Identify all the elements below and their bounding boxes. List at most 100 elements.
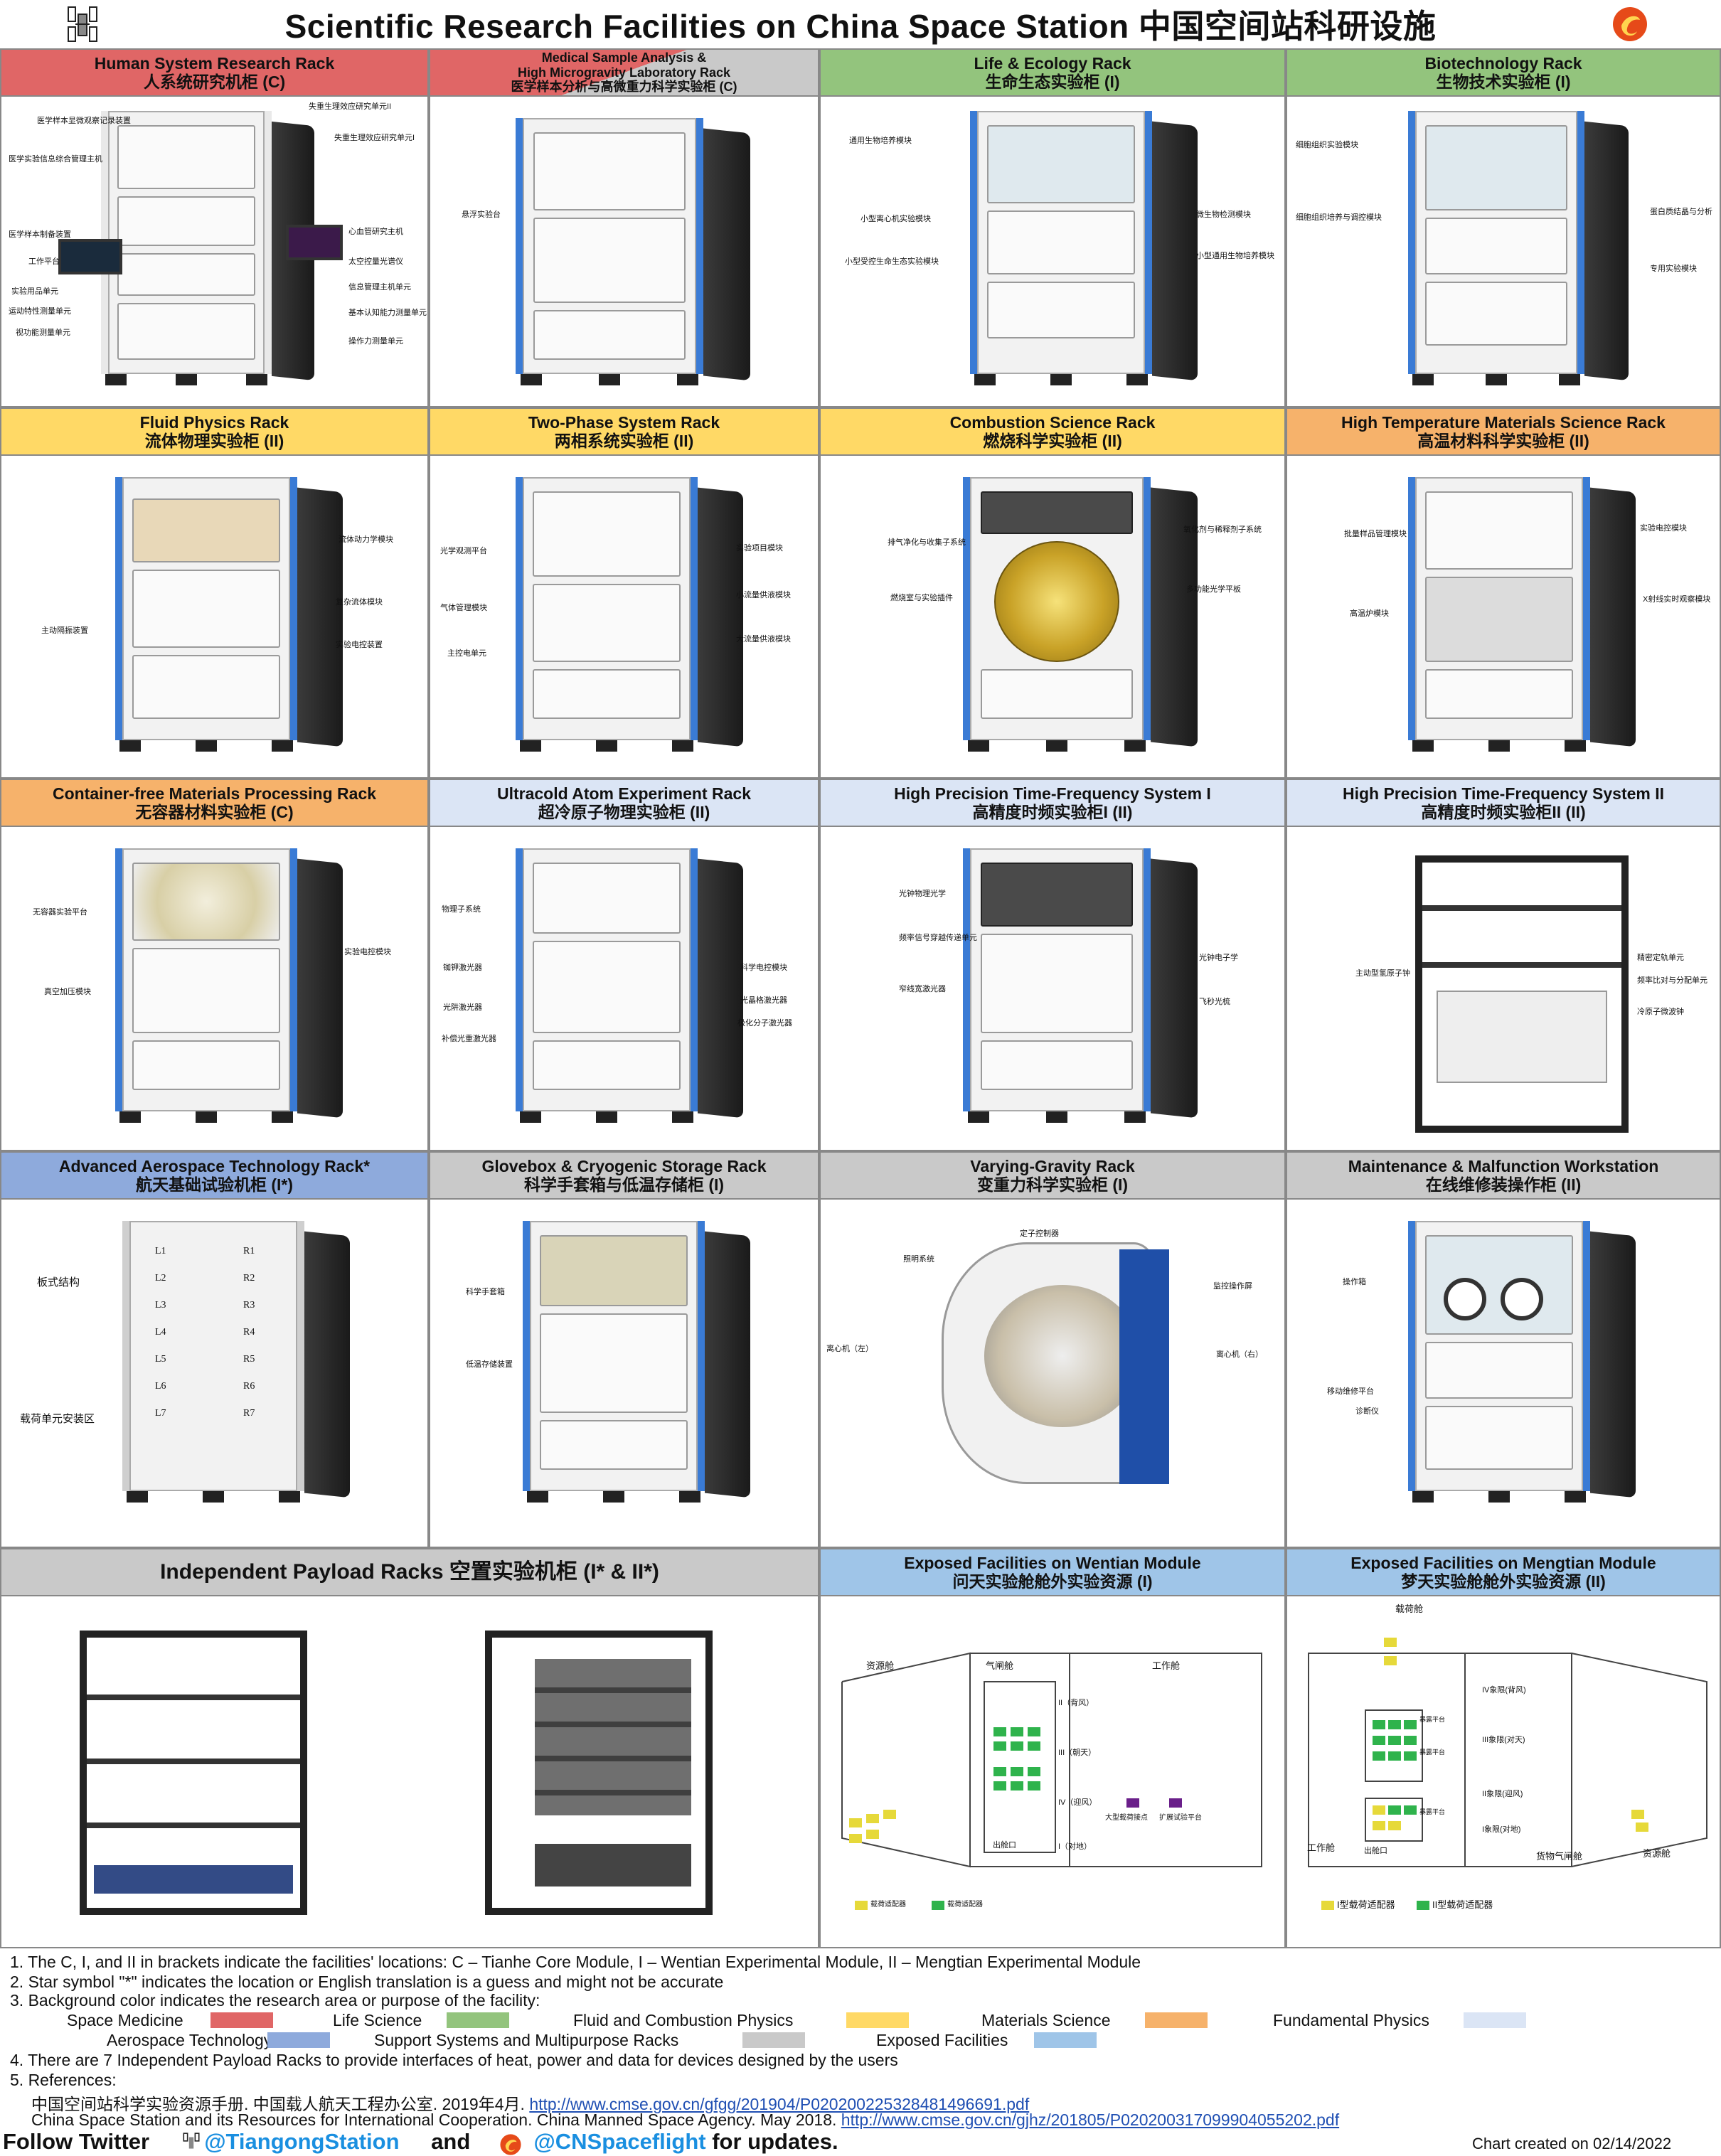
follow-label: Follow Twitter bbox=[3, 2129, 150, 2154]
notes-section: 1. The C, I, and II in brackets indicate… bbox=[0, 1946, 1721, 2156]
slot-label: R4 bbox=[243, 1327, 255, 1338]
follow-line: Follow Twitter @TiangongStation and @CNS… bbox=[3, 2129, 838, 2155]
label: 移动维修平台 bbox=[1327, 1387, 1374, 1396]
independent-rack-2 bbox=[485, 1631, 713, 1915]
rack-name-zh: 高精度时频实验柜II (II) bbox=[1421, 803, 1586, 821]
rack-name-en: Two-Phase System Rack bbox=[528, 412, 720, 432]
rack-name-en: Container-free Materials Processing Rack bbox=[52, 784, 377, 803]
label: 定子控制器 bbox=[1020, 1229, 1059, 1238]
wentian-diagram: 资源舱 气闸舱 工作舱 II（背风） III（朝天） IV（迎风） I（对地） … bbox=[821, 1596, 1284, 1947]
cell-header: Human System Research Rack 人系统研究机柜 (C) bbox=[1, 50, 427, 97]
mengtian-module-outline bbox=[1308, 1653, 1707, 1867]
label: 主控电单元 bbox=[447, 649, 486, 658]
independent-racks-illustration bbox=[1, 1596, 818, 1947]
label: 大流量供液模块 bbox=[736, 635, 791, 644]
twitter-handle-tiangong[interactable]: @TiangongStation bbox=[204, 2129, 400, 2154]
clock-module bbox=[1437, 991, 1607, 1083]
label: 通用生物培养模块 bbox=[849, 137, 912, 145]
cell-header: Varying-Gravity Rack 变重力科学实验柜 (I) bbox=[821, 1153, 1284, 1200]
rack-two-phase bbox=[516, 477, 743, 762]
rack-container-free bbox=[115, 848, 343, 1133]
rack-name-zh: 超冷原子物理实验柜 (II) bbox=[538, 803, 710, 821]
label: 专用实验模块 bbox=[1650, 265, 1697, 273]
label: 氧化剂与稀释剂子系统 bbox=[1183, 525, 1262, 534]
cell-header: Independent Payload Racks 空置实验机柜 (I* & I… bbox=[1, 1549, 818, 1596]
reference-2-link[interactable]: http://www.cmse.gov.cn/gjhz/201805/P0202… bbox=[841, 2110, 1340, 2129]
cell-high-temperature-materials-rack: High Temperature Materials Science Rack … bbox=[1286, 407, 1721, 779]
label: 小型受控生命生态实验模块 bbox=[845, 257, 939, 266]
side-panel bbox=[1119, 1249, 1169, 1484]
label: 实验电控模块 bbox=[344, 948, 391, 956]
label: 精密定轨单元 bbox=[1637, 954, 1684, 962]
rack-name-en: Biotechnology Rack bbox=[1424, 53, 1582, 73]
label: 出舱口 bbox=[1364, 1847, 1387, 1855]
label: 蛋白质结晶与分析 bbox=[1650, 208, 1712, 216]
rack-name-en: High Temperature Materials Science Rack bbox=[1341, 412, 1666, 432]
label: 实验电控装置 bbox=[336, 641, 383, 649]
label: 光晶格激光器 bbox=[740, 996, 787, 1005]
row-5: Independent Payload Racks 空置实验机柜 (I* & I… bbox=[0, 1548, 1721, 1948]
cell-header: Exposed Facilities on Wentian Module 问天实… bbox=[821, 1549, 1284, 1596]
label: 操作箱 bbox=[1343, 1278, 1366, 1286]
label: 光阱激光器 bbox=[443, 1003, 482, 1012]
cell-life-ecology-rack: Life & Ecology Rack 生命生态实验柜 (I) 通用生物培养模块… bbox=[819, 48, 1286, 407]
label: 暴露平台 bbox=[1419, 1716, 1446, 1723]
label: 频率信号穿越传递单元 bbox=[899, 934, 977, 942]
cell-exposed-wentian: Exposed Facilities on Wentian Module 问天实… bbox=[819, 1548, 1286, 1948]
label: 失重生理效应研究单元II bbox=[309, 102, 392, 111]
label: 载荷舱 bbox=[1395, 1603, 1424, 1614]
label: 微生物检测模块 bbox=[1196, 210, 1251, 219]
title-bar: Scientific Research Facilities on China … bbox=[0, 0, 1721, 48]
label: 载荷单元安装区 bbox=[20, 1413, 95, 1425]
reference-1-link[interactable]: http://www.cmse.gov.cn/gfgg/201904/P0202… bbox=[529, 2095, 1030, 2113]
rack-illustration: 细胞组织实验模块 细胞组织培养与调控模块 蛋白质结晶与分析 专用实验模块 bbox=[1287, 97, 1720, 406]
rack-illustration: 批量样品管理模块 高温炉模块 实验电控模块 X射线实时观察模块 bbox=[1287, 456, 1720, 777]
section-name-zh: 梦天实验舱舱外实验资源 (II) bbox=[1401, 1572, 1606, 1591]
label: 排气净化与收集子系统 bbox=[888, 538, 966, 547]
label: 复杂流体模块 bbox=[336, 598, 383, 607]
label: I（对地） bbox=[1058, 1842, 1092, 1851]
label: 光学观测平台 bbox=[440, 547, 487, 555]
rack-name-zh: 医学样本分析与高微重力科学实验柜 (C) bbox=[511, 80, 737, 95]
legend-fluid-combustion: Fluid and Combustion Physics bbox=[573, 2011, 794, 2029]
label: 物理子系统 bbox=[442, 905, 481, 914]
label: 无容器实验平台 bbox=[33, 908, 87, 917]
legend-fundamental-physics: Fundamental Physics bbox=[1273, 2011, 1429, 2029]
label: 信息管理主机单元 bbox=[348, 283, 411, 292]
label: 太空控量光谱仪 bbox=[348, 257, 403, 266]
independent-rack-1 bbox=[80, 1631, 307, 1915]
label: 科学手套箱 bbox=[466, 1288, 505, 1296]
label: 批量样品管理模块 bbox=[1344, 530, 1407, 538]
label: 医学样本制备装置 bbox=[9, 230, 71, 239]
space-station-icon bbox=[156, 2133, 200, 2153]
rack-name-en: Life & Ecology Rack bbox=[974, 53, 1131, 73]
legend-support-systems: Support Systems and Multipurpose Racks bbox=[374, 2031, 679, 2049]
label: 小型离心机实验模块 bbox=[860, 215, 931, 223]
cnspaceflight-logo-icon bbox=[496, 2133, 528, 2155]
label: 出舱口 bbox=[993, 1841, 1016, 1850]
label: 失重生理效应研究单元I bbox=[334, 134, 415, 142]
cell-header: Combustion Science Rack 燃烧科学实验柜 (II) bbox=[821, 409, 1284, 456]
rack-name-en: High Precision Time-Frequency System II bbox=[1342, 784, 1665, 803]
rack-name-zh: 高精度时频实验柜I (II) bbox=[972, 803, 1133, 821]
row-4: Advanced Aerospace Technology Rack* 航天基础… bbox=[0, 1151, 1721, 1548]
label: II象限(迎风) bbox=[1482, 1790, 1523, 1798]
cell-advanced-aerospace-rack: Advanced Aerospace Technology Rack* 航天基础… bbox=[0, 1151, 429, 1548]
cell-container-free-materials-rack: Container-free Materials Processing Rack… bbox=[0, 779, 429, 1151]
label: 基本认知能力测量单元 bbox=[348, 309, 427, 317]
label: 流体动力学模块 bbox=[339, 535, 393, 544]
and-label: and bbox=[431, 2129, 471, 2154]
cnspaceflight-logo-icon bbox=[1613, 7, 1647, 41]
rack-ultracold-atom bbox=[516, 848, 743, 1133]
label: 窄线宽激光器 bbox=[899, 985, 946, 993]
label: 实验项目模块 bbox=[736, 544, 783, 553]
monitor-right bbox=[286, 225, 343, 260]
rack-illustration: 照明系统 定子控制器 监控操作屏 离心机（左） 离心机（右） bbox=[821, 1200, 1284, 1547]
twitter-handle-cnspaceflight[interactable]: @CNSpaceflight bbox=[533, 2129, 706, 2154]
label: 货物气闸舱 bbox=[1536, 1851, 1583, 1862]
cell-header: High Precision Time-Frequency System II … bbox=[1287, 780, 1720, 827]
legend-swatch bbox=[1464, 2012, 1526, 2028]
rack-name-zh: 航天基础试验机柜 (I*) bbox=[135, 1175, 294, 1194]
legend-swatch bbox=[1034, 2032, 1097, 2048]
rack-life-ecology bbox=[970, 111, 1198, 395]
